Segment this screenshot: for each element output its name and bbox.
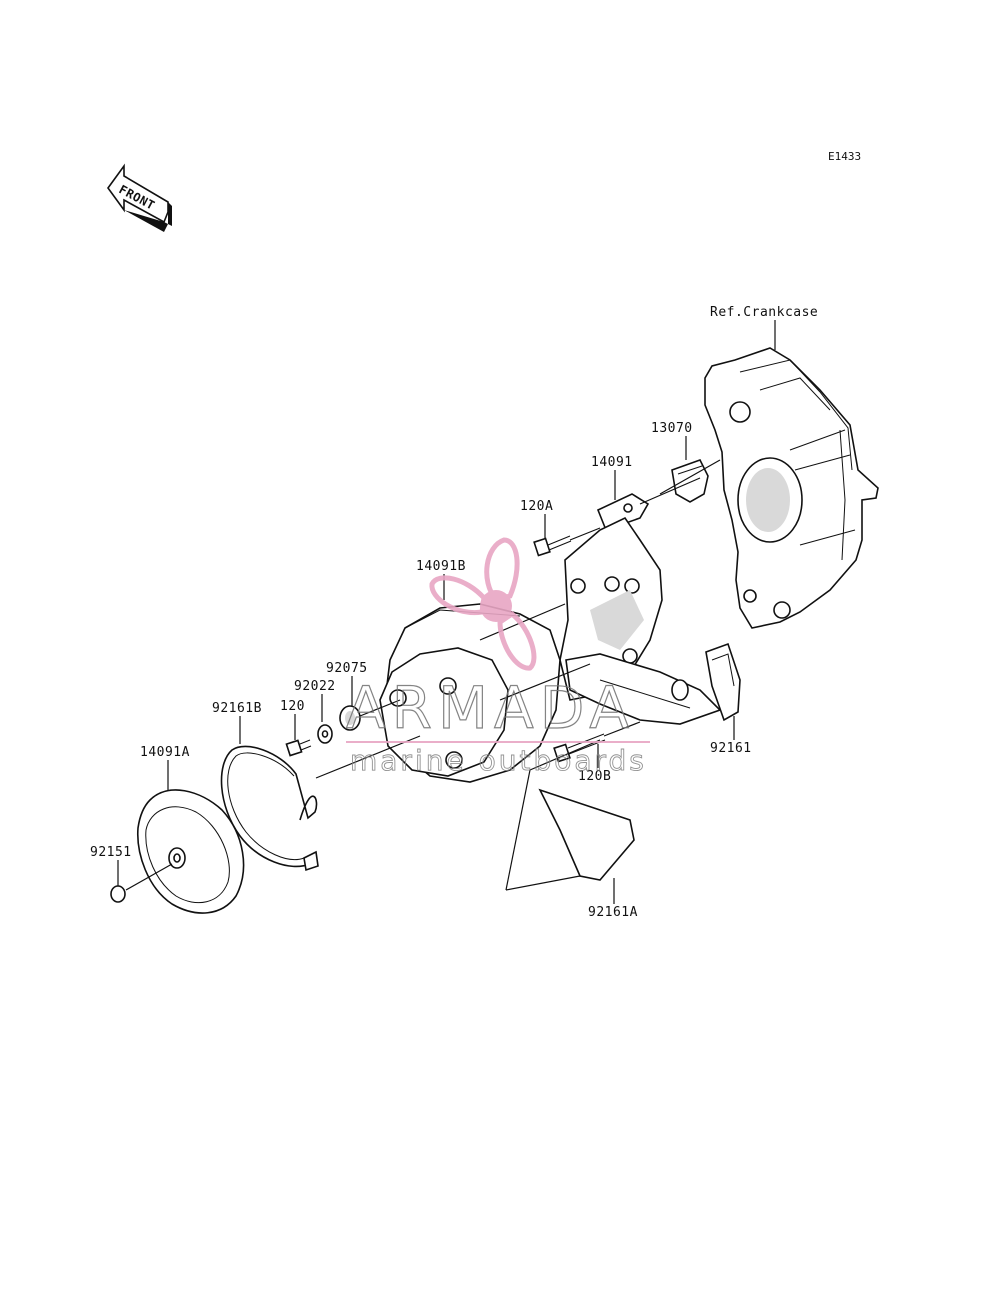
washer-92022	[317, 724, 333, 744]
ring-92161B	[220, 745, 319, 872]
bolt-120	[285, 739, 312, 757]
part-label-92075: 92075	[326, 661, 368, 676]
part-label-92022: 92022	[294, 679, 336, 694]
pad-92161	[705, 642, 741, 722]
part-label-120: 120	[280, 699, 305, 714]
part-label-120B: 120B	[578, 769, 611, 784]
watermark-tagline: marine outboards	[350, 744, 647, 777]
part-label-14091B: 14091B	[416, 559, 466, 574]
reference-label: Ref.Crankcase	[710, 305, 818, 320]
front-arrow-icon: FRONT	[107, 163, 172, 232]
sprocket-cover-plate	[559, 516, 663, 701]
chain-guard-drawing	[565, 653, 722, 725]
part-label-92161: 92161	[710, 741, 752, 756]
crankcase-drawing	[704, 347, 879, 629]
watermark: ARMADA marine outboards	[345, 537, 650, 777]
part-label-120A: 120A	[520, 499, 553, 514]
part-label-14091: 14091	[591, 455, 633, 470]
diagram-code: E1433	[828, 150, 861, 163]
seal-92075	[339, 699, 401, 731]
part-label-14091A: 14091A	[140, 745, 190, 760]
cover-14091A	[137, 789, 245, 914]
watermark-brand: ARMADA	[346, 674, 635, 742]
bolt-120A	[533, 527, 601, 557]
part-label-92151: 92151	[90, 845, 132, 860]
cover-14091B	[379, 603, 591, 783]
part-label-13070: 13070	[651, 421, 693, 436]
bracket-13070	[659, 459, 721, 503]
part-label-92161A: 92161A	[588, 905, 638, 920]
guard-92161A	[505, 739, 635, 891]
plate-14091	[596, 477, 701, 532]
propeller-logo-icon	[429, 537, 537, 671]
bolt-92151	[110, 863, 173, 903]
part-label-92161B: 92161B	[212, 701, 262, 716]
